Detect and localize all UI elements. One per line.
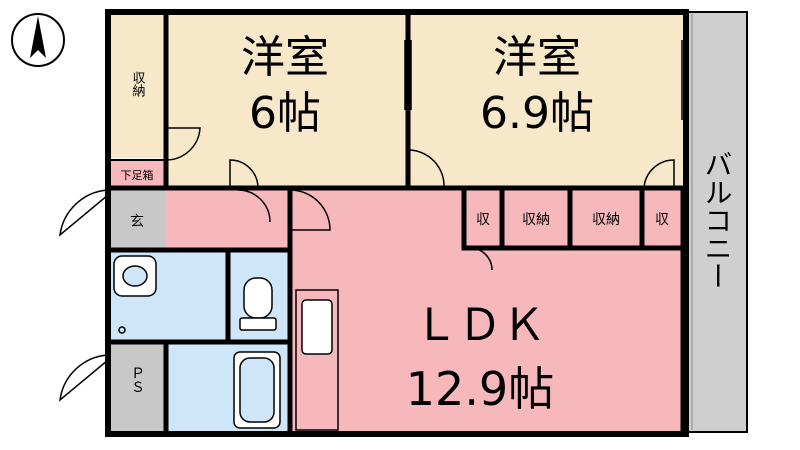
storage-1-label: 収納 (522, 212, 550, 228)
ps-space (108, 344, 166, 434)
door-swings (59, 127, 675, 402)
storage-row (464, 192, 682, 246)
shoe-box-label: 下足箱 (121, 168, 154, 182)
western1-name: 洋室 (241, 32, 329, 83)
balcony-label: バルコニー (701, 150, 734, 290)
western1-size: 6帖 (249, 88, 321, 139)
closet-left-label: 収納 (130, 71, 146, 98)
ldk-size: 12.9帖 (406, 362, 554, 416)
storage-2-label: 収納 (592, 212, 620, 228)
closet-left (108, 12, 166, 158)
balcony (686, 11, 748, 433)
fixtures (113, 255, 339, 431)
western-room-6 (166, 12, 408, 188)
windows (404, 40, 687, 400)
western2-size: 6.9帖 (480, 88, 594, 139)
entrance (108, 188, 166, 250)
storage-small-2-label: 収 (655, 212, 669, 228)
ps-label: ＰＳ (129, 366, 145, 394)
hall (166, 188, 290, 250)
western2-name: 洋室 (493, 32, 581, 83)
kitchen-sink (301, 299, 333, 355)
north-arrow-icon (11, 13, 65, 67)
kitchen-counter (295, 289, 339, 431)
entrance-label: 玄 (130, 213, 144, 230)
storage-small-1-label: 収 (476, 212, 490, 228)
ldk-name: ＬＤＫ (414, 300, 546, 351)
toilet-bowl (243, 277, 273, 319)
western-room-6-9 (408, 12, 686, 188)
shoe-box (108, 160, 166, 188)
